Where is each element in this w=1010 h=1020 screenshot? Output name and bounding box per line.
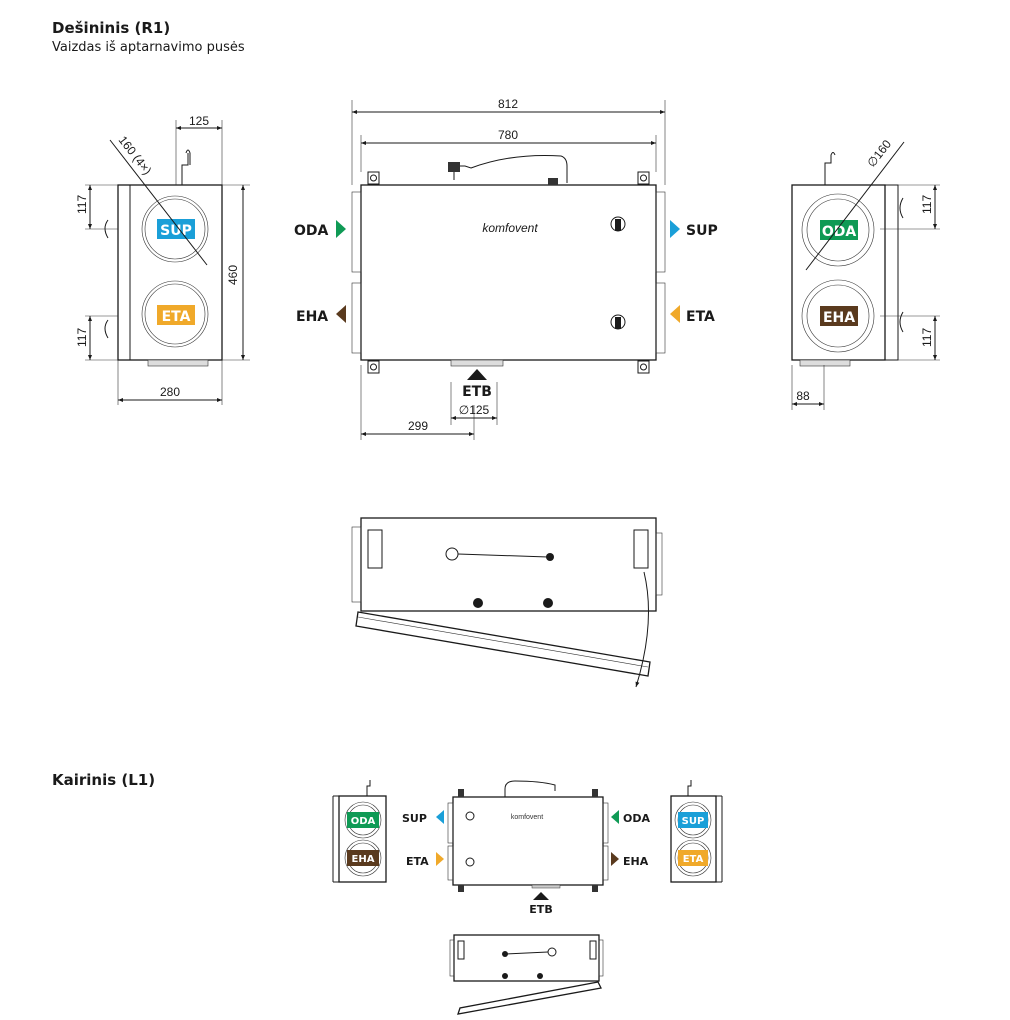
arrow-left-icon <box>336 305 346 323</box>
swing-arc <box>635 571 649 688</box>
dim-lower-offset: 117 <box>920 328 934 347</box>
brand-logo: komfovent <box>482 221 538 235</box>
flow-label-oda: ODA <box>294 223 329 239</box>
l1-side-view-left: ODA EHA <box>332 780 387 883</box>
dim-upper-offset: 117 <box>920 195 934 214</box>
section-subtitle-right: Vaizdas iš aptarnavimo pusės <box>52 40 245 55</box>
l1-side-view-right: SUP ETA <box>670 780 723 883</box>
arrow-left-icon <box>611 810 619 824</box>
arrow-right-icon <box>436 852 444 866</box>
dim-height: 460 <box>226 265 240 285</box>
arrow-up-icon <box>533 892 549 900</box>
flow-label-sup: SUP <box>402 812 427 825</box>
dim-overall-length: 812 <box>498 97 518 111</box>
dim-lower-offset: 117 <box>75 328 89 347</box>
hinge-bracket <box>367 529 383 569</box>
flow-label-eha: EHA <box>296 309 328 325</box>
dim-upper-offset: 117 <box>75 195 89 214</box>
latch-icon <box>104 219 109 339</box>
mounting-bracket-icon <box>367 171 650 374</box>
power-cable-icon <box>455 155 568 183</box>
hinge-bracket <box>633 529 649 569</box>
badge-eta <box>157 305 195 325</box>
arrow-right-icon <box>611 852 619 866</box>
flow-label-eta: ETA <box>686 309 715 325</box>
badge-oda-label: ODA <box>351 816 376 827</box>
dim-body-length: 780 <box>498 128 518 142</box>
dim-top-offset: 125 <box>189 114 209 128</box>
r1-bottom-view <box>351 517 663 688</box>
arrow-right-icon <box>670 220 680 238</box>
badge-eha-label: EHA <box>352 854 375 865</box>
l1-bottom-view <box>449 934 604 1015</box>
badge-sup <box>157 219 195 239</box>
cable-connector-icon <box>824 152 836 185</box>
dim-width: 280 <box>160 385 180 399</box>
badge-eha <box>820 306 858 326</box>
badge-oda <box>820 220 858 240</box>
dim-drain-offset: 88 <box>796 389 810 403</box>
badge-sup-label: SUP <box>682 816 705 827</box>
drain-outlet <box>450 359 504 367</box>
brand-logo: komfovent <box>511 814 543 821</box>
flow-label-eha: EHA <box>623 855 649 868</box>
section-title-right: Dešininis (R1) <box>52 19 171 37</box>
flow-label-oda: ODA <box>623 812 650 825</box>
unit-side-body <box>117 184 223 361</box>
unit-front-body <box>360 184 657 361</box>
dim-drain-offset: 299 <box>408 419 428 433</box>
r1-side-view-left: SUP ETA 160 (4×) 125 460 117 117 280 <box>75 114 250 405</box>
flow-label-etb: ETB <box>462 384 492 400</box>
flow-label-etb: ETB <box>529 903 552 916</box>
l1-front-view: komfovent SUP ETA ODA EHA ETB <box>402 780 650 916</box>
door-handle-icon <box>610 216 626 330</box>
badge-eta-label: ETA <box>683 854 704 865</box>
r1-front-view: komfovent ODA EHA SUP ETA ETB 812 780 29… <box>294 97 718 440</box>
arrow-up-icon <box>467 369 487 380</box>
flow-label-eta: ETA <box>406 855 429 868</box>
unit-side-body <box>791 184 886 361</box>
r1-side-view-right: ODA EHA ∅160 117 117 88 <box>791 137 940 410</box>
badge-oda-label: ODA <box>822 224 857 240</box>
dim-diameter: ∅160 <box>864 137 894 170</box>
badge-eha-label: EHA <box>823 310 855 326</box>
section-title-left: Kairinis (L1) <box>52 771 156 789</box>
dim-drain-diameter: ∅125 <box>459 403 490 417</box>
cable-connector-icon <box>181 149 191 185</box>
latch-icon <box>899 197 904 333</box>
arrow-right-icon <box>336 220 346 238</box>
arrow-left-icon <box>670 305 680 323</box>
flow-label-sup: SUP <box>686 223 718 239</box>
open-door-panel <box>355 611 651 677</box>
badge-eta-label: ETA <box>162 309 191 325</box>
arrow-left-icon <box>436 810 444 824</box>
